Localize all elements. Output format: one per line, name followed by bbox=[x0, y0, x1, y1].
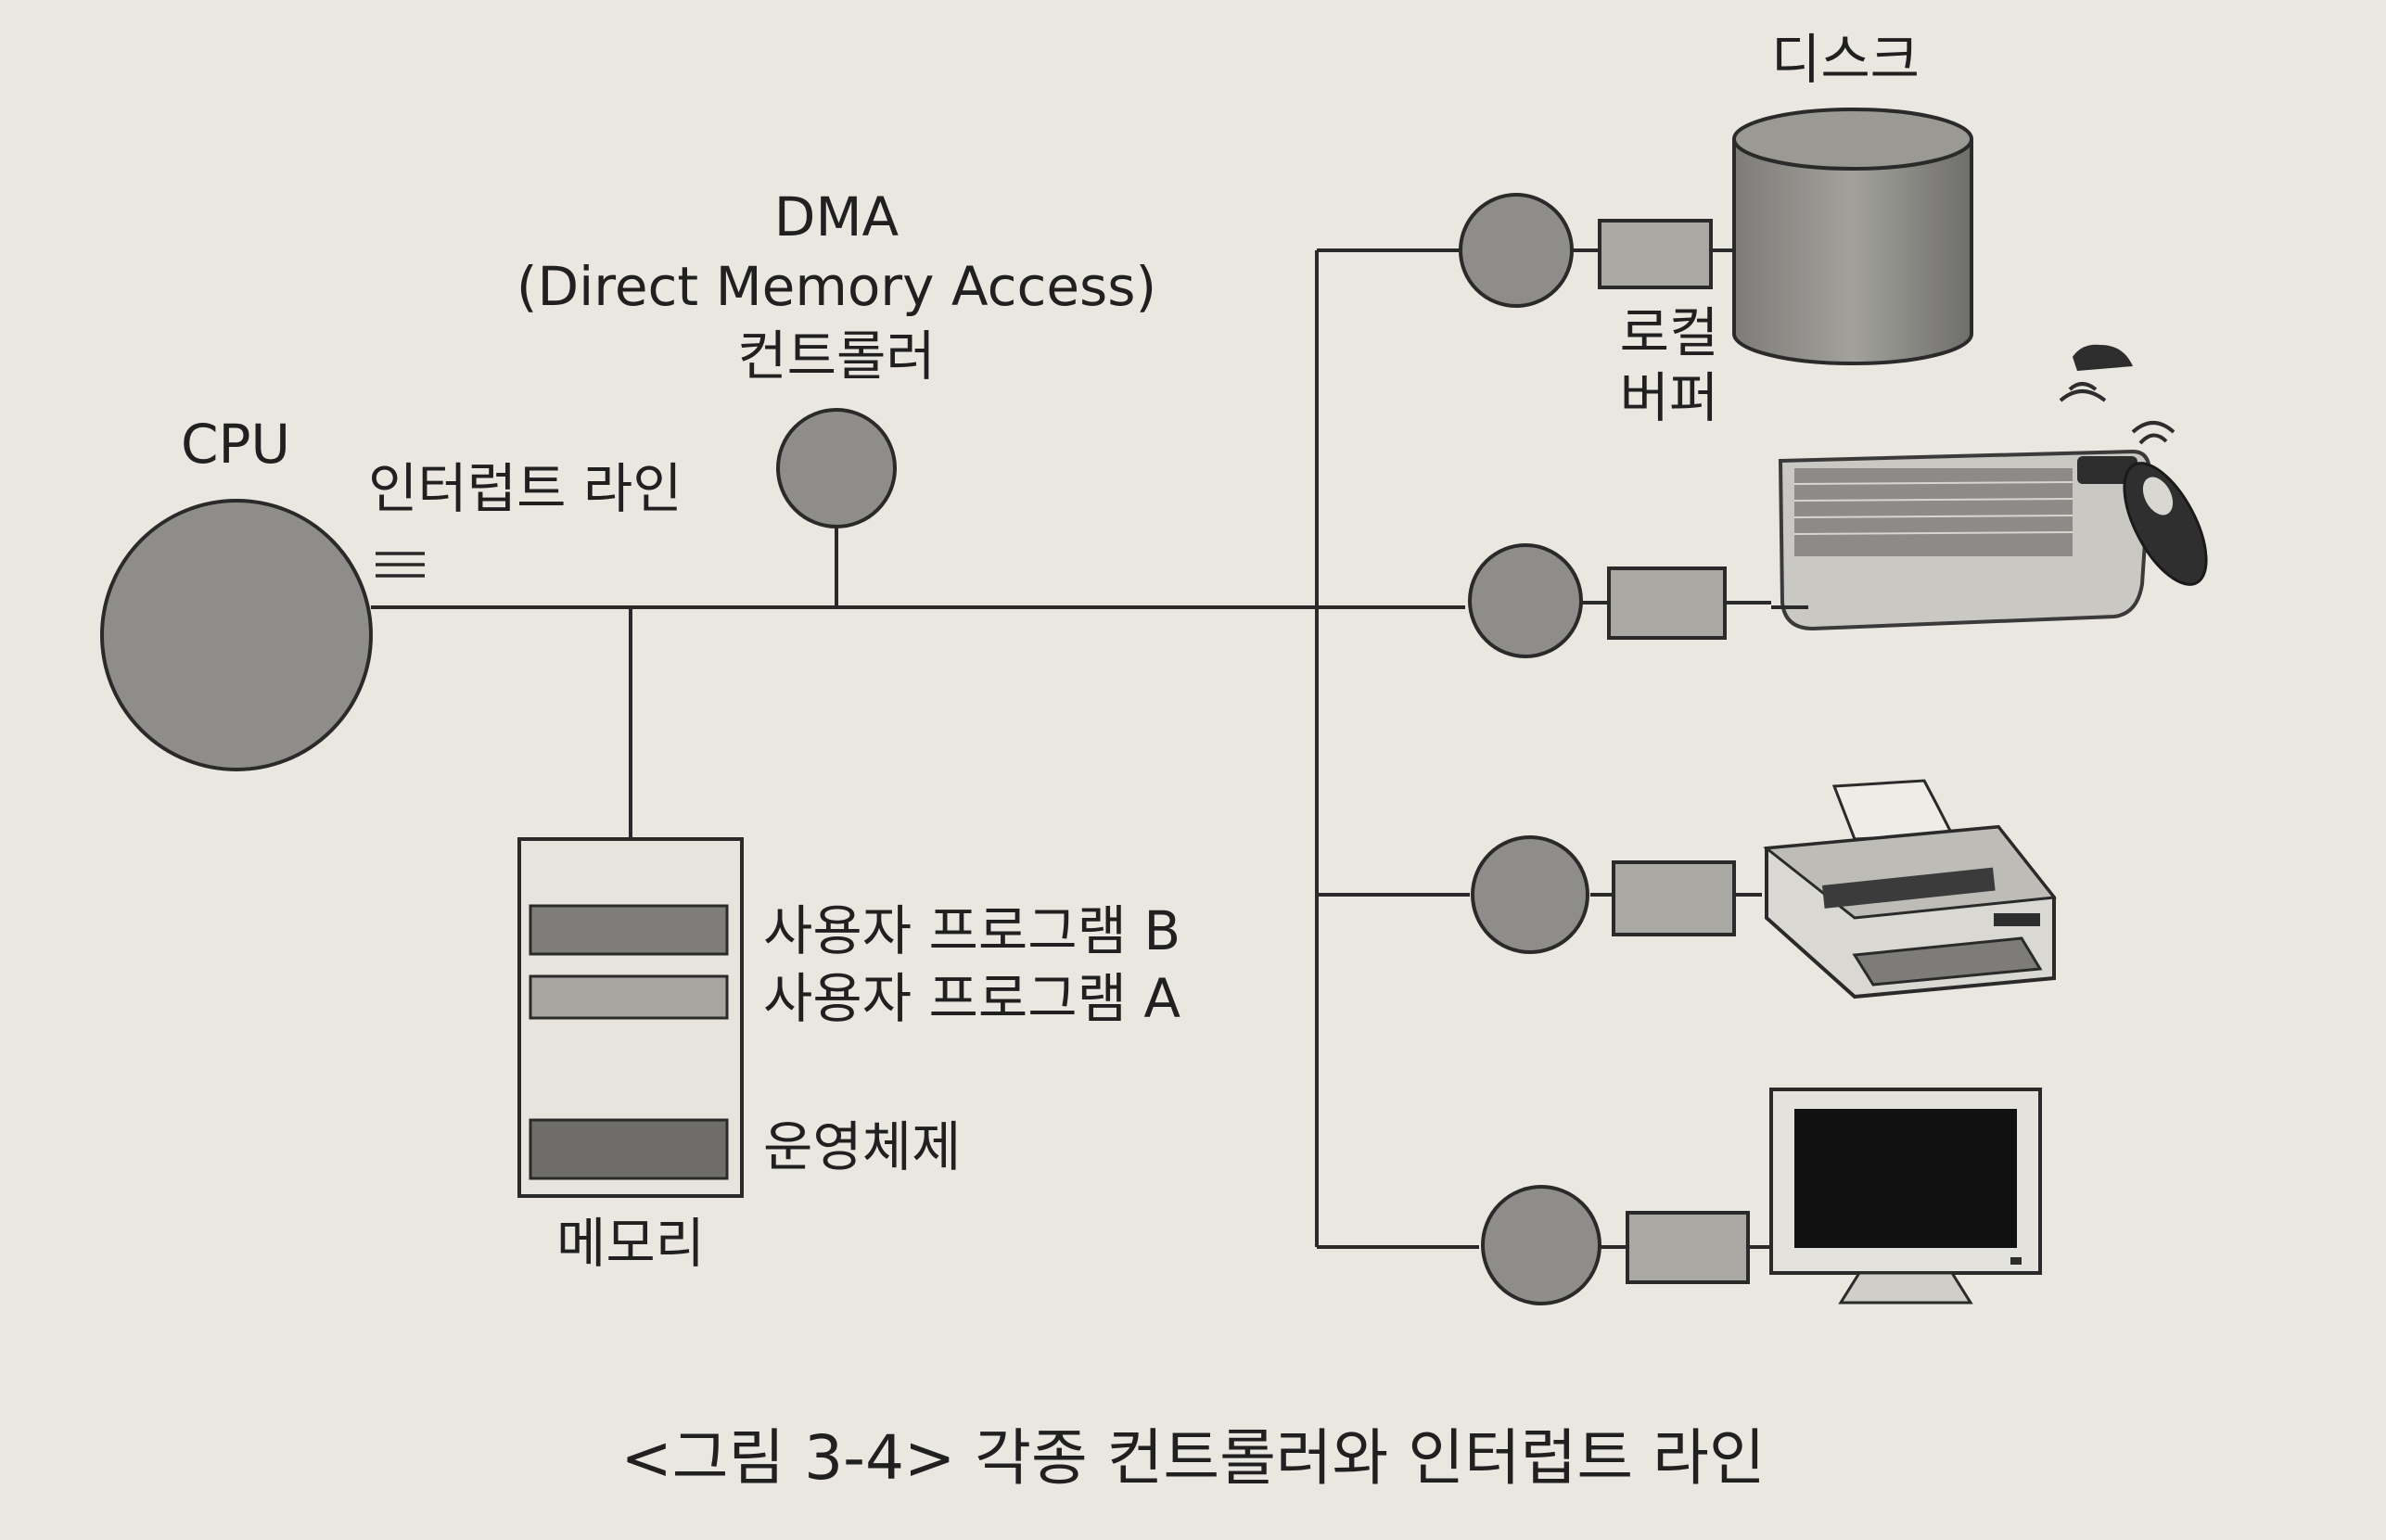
system-bus bbox=[371, 248, 1771, 1249]
interrupt-line-symbol bbox=[376, 552, 425, 578]
dma-full-label: (Direct Memory Access) bbox=[516, 255, 1157, 318]
monitor-icon bbox=[1769, 1088, 2042, 1305]
os-label: 운영체제 bbox=[763, 1115, 962, 1178]
interrupt-line-label: 인터럽트 라인 bbox=[368, 457, 683, 520]
printer-controller-node bbox=[1471, 835, 1589, 954]
monitor-local-buffer bbox=[1626, 1211, 1750, 1284]
program-a-block bbox=[529, 974, 729, 1020]
printer-icon bbox=[1763, 779, 2057, 999]
figure-caption: <그림 3-4> 각종 컨트롤러와 인터럽트 라인 bbox=[620, 1422, 1766, 1494]
program-b-label: 사용자 프로그램 B bbox=[763, 899, 1181, 962]
input-controller-node bbox=[1468, 543, 1583, 658]
dma-controller-node bbox=[776, 408, 897, 528]
dma-controller-label: 컨트롤러 bbox=[737, 325, 936, 388]
memory-module bbox=[517, 837, 744, 1198]
program-b-block bbox=[529, 904, 729, 956]
disk-local-buffer bbox=[1598, 219, 1713, 289]
dma-title-label: DMA bbox=[773, 185, 900, 248]
keyboard-mouse-icon bbox=[1771, 344, 2208, 631]
disk-label: 디스크 bbox=[1770, 28, 1920, 91]
printer-local-buffer bbox=[1612, 860, 1736, 936]
input-local-buffer bbox=[1607, 566, 1727, 640]
local-buffer-label-line2: 버퍼 bbox=[1619, 366, 1719, 429]
disk-icon bbox=[1732, 108, 1973, 365]
local-buffer-label-line1: 로컬 bbox=[1619, 301, 1719, 364]
cpu-label: CPU bbox=[181, 413, 290, 476]
os-block bbox=[529, 1118, 729, 1180]
monitor-controller-node bbox=[1481, 1185, 1601, 1305]
disk-controller-node bbox=[1459, 193, 1574, 308]
program-a-label: 사용자 프로그램 A bbox=[763, 967, 1181, 1030]
cpu-node bbox=[100, 499, 373, 771]
memory-label: 메모리 bbox=[555, 1212, 706, 1275]
